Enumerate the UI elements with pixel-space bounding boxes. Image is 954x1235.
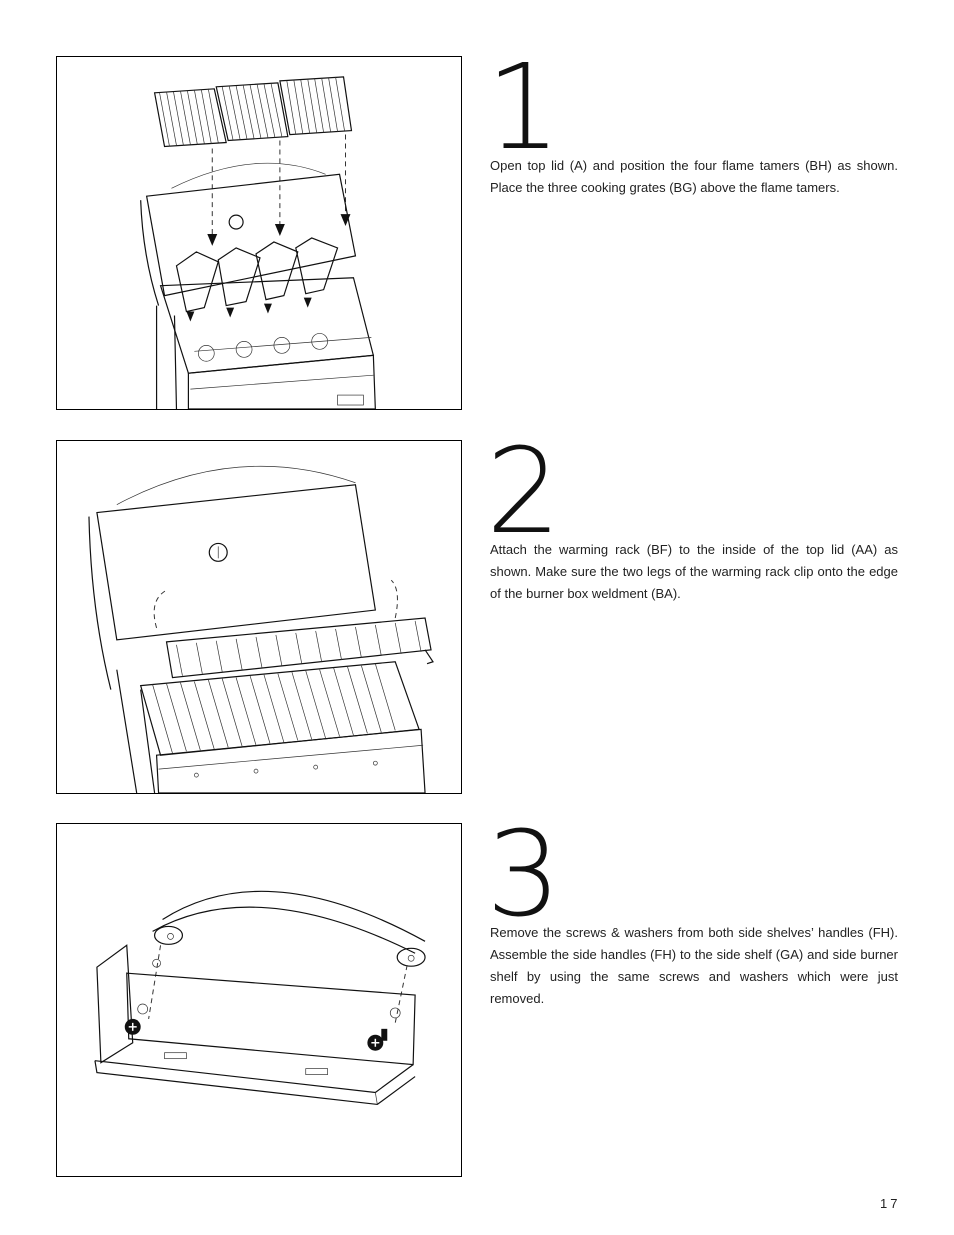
cooking-grates	[153, 76, 353, 148]
step-2-number: 2	[486, 422, 561, 560]
step-1-text: Open top lid (A) and position the four f…	[490, 158, 898, 195]
step-2-text: Attach the warming rack (BF) to the insi…	[490, 542, 898, 601]
screws	[124, 1018, 388, 1051]
grill-flame-tamers-diagram	[140, 76, 376, 409]
step-3-text: Remove the screws & washers from both si…	[490, 925, 898, 1006]
step-3-illustration	[56, 823, 462, 1177]
step-2-illustration	[56, 440, 462, 794]
side-handle-assembly-diagram	[94, 890, 426, 1106]
grill-warming-rack-diagram	[88, 465, 434, 793]
step-1-illustration	[56, 56, 462, 410]
flame-tamers	[175, 237, 339, 313]
step-3-number: 3	[486, 805, 561, 943]
step-1-number: 1	[486, 38, 561, 176]
side-shelf	[94, 944, 416, 1106]
cooking-grates	[139, 661, 420, 756]
placement-arrows	[186, 134, 351, 322]
open-lid	[88, 465, 377, 690]
page-number: 17	[880, 1196, 901, 1211]
side-handle	[152, 890, 426, 967]
firebox	[155, 277, 376, 409]
open-lid	[140, 162, 357, 306]
firebox-front	[116, 669, 426, 793]
warming-rack	[153, 579, 434, 679]
